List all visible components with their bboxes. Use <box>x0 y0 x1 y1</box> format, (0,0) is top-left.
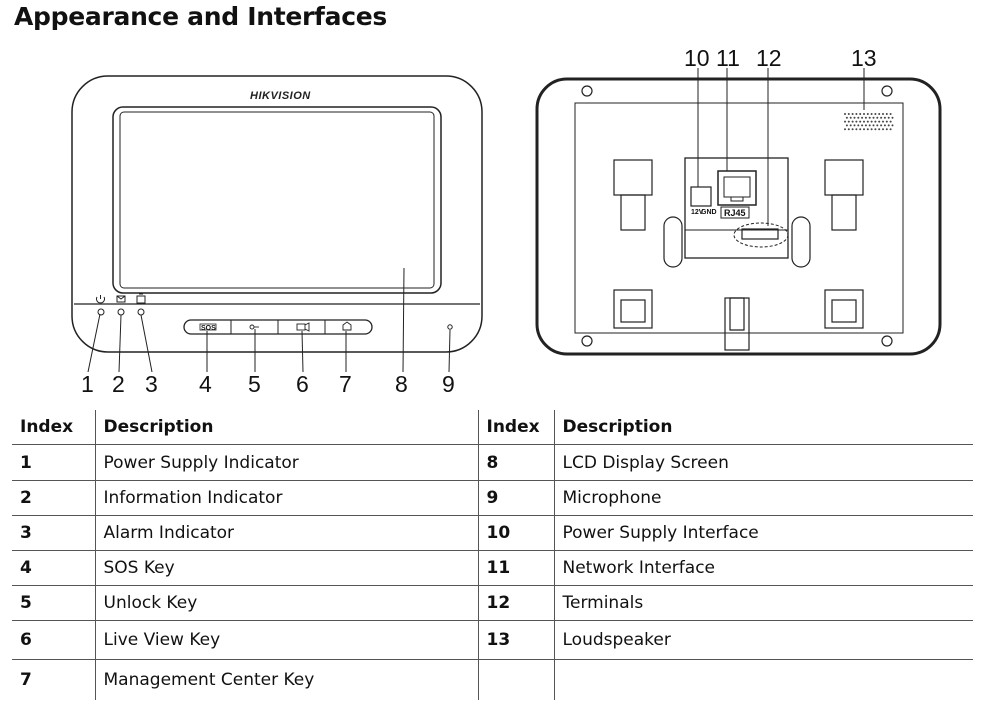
power-label-12v: 12V <box>691 209 704 216</box>
description-cell: Loudspeaker <box>553 620 973 660</box>
page-title: Appearance and Interfaces <box>14 2 387 31</box>
description-cell: Live View Key <box>94 620 478 660</box>
callout-12: 12 <box>756 45 782 71</box>
rj45-label: RJ45 <box>724 208 746 218</box>
description-cell: Power Supply Interface <box>553 515 973 551</box>
svg-text:SOS: SOS <box>201 325 216 332</box>
callout-7: 7 <box>339 371 352 397</box>
device-diagram: HIKVISION SOS 1 2 3 4 5 6 7 8 9 <box>71 45 942 397</box>
table-row: 7 Management Center Key <box>12 659 973 700</box>
rj45-port <box>717 170 757 206</box>
sos-key-label: SOS <box>201 325 216 332</box>
index-cell: 3 <box>20 523 32 543</box>
index-cell: 1 <box>20 452 32 473</box>
index-cell <box>477 659 554 700</box>
mail-icon <box>116 295 126 303</box>
microphone-hole <box>447 324 453 330</box>
power-label-gnd: GND <box>701 209 717 216</box>
index-cell: 11 <box>477 550 554 586</box>
front-callouts: 1 2 3 4 5 6 7 8 9 <box>81 371 455 397</box>
description-cell: Information Indicator <box>94 480 478 516</box>
front-view <box>71 75 483 373</box>
terminal-block <box>741 228 779 240</box>
rear-callouts: 10 11 12 13 <box>684 45 877 71</box>
rear-view <box>535 68 942 356</box>
index-cell: 2 <box>20 488 32 508</box>
description-cell: Network Interface <box>553 550 973 586</box>
callout-13: 13 <box>851 45 877 71</box>
connector-panel <box>684 157 789 259</box>
power-led <box>97 308 105 316</box>
description-cell: LCD Display Screen <box>553 444 973 481</box>
description-cell: Terminals <box>553 585 973 621</box>
callout-2: 2 <box>112 371 125 397</box>
description-cell: Alarm Indicator <box>94 515 478 551</box>
loudspeaker-grille <box>844 113 894 131</box>
terminals-highlight <box>733 222 789 248</box>
description-cell: Microphone <box>553 480 973 516</box>
callout-8: 8 <box>395 371 408 397</box>
index-cell: 7 <box>20 669 32 690</box>
description-cell: Unlock Key <box>94 585 478 621</box>
index-cell: 10 <box>477 515 554 551</box>
rear-plate <box>574 102 904 334</box>
brand-logo: HIKVISION <box>250 90 311 102</box>
description-cell <box>553 659 973 700</box>
index-cell: 8 <box>477 444 554 481</box>
callout-6: 6 <box>296 371 309 397</box>
sos-key[interactable] <box>199 323 217 331</box>
description-cell: Power Supply Indicator <box>94 444 478 481</box>
index-cell: 9 <box>477 480 554 516</box>
power-icon <box>96 296 105 304</box>
description-cell: Management Center Key <box>94 659 478 700</box>
header-index-right: Index <box>477 410 554 445</box>
header-description-right: Description <box>553 410 973 445</box>
table-header: Index Description Index Description <box>12 410 973 445</box>
callout-3: 3 <box>145 371 158 397</box>
live-view-key-icon[interactable] <box>296 323 306 331</box>
lcd-screen <box>119 111 435 289</box>
description-cell: SOS Key <box>94 550 478 586</box>
callout-10: 10 <box>684 45 710 71</box>
callout-4: 4 <box>199 371 212 397</box>
power-supply-interface <box>690 186 712 207</box>
alarm-icon <box>136 295 146 304</box>
callout-9: 9 <box>442 371 455 397</box>
rear-housing <box>535 77 942 356</box>
header-index-left: Index <box>20 417 74 437</box>
index-cell: 13 <box>477 620 554 660</box>
callout-11: 11 <box>716 45 740 71</box>
callout-5: 5 <box>248 371 261 397</box>
callout-1: 1 <box>81 371 94 397</box>
header-description-left: Description <box>94 410 478 445</box>
management-center-key-icon[interactable] <box>342 321 352 331</box>
index-cell: 6 <box>20 630 32 650</box>
index-cell: 4 <box>20 558 32 578</box>
index-cell: 5 <box>20 593 32 613</box>
index-cell: 12 <box>477 585 554 621</box>
